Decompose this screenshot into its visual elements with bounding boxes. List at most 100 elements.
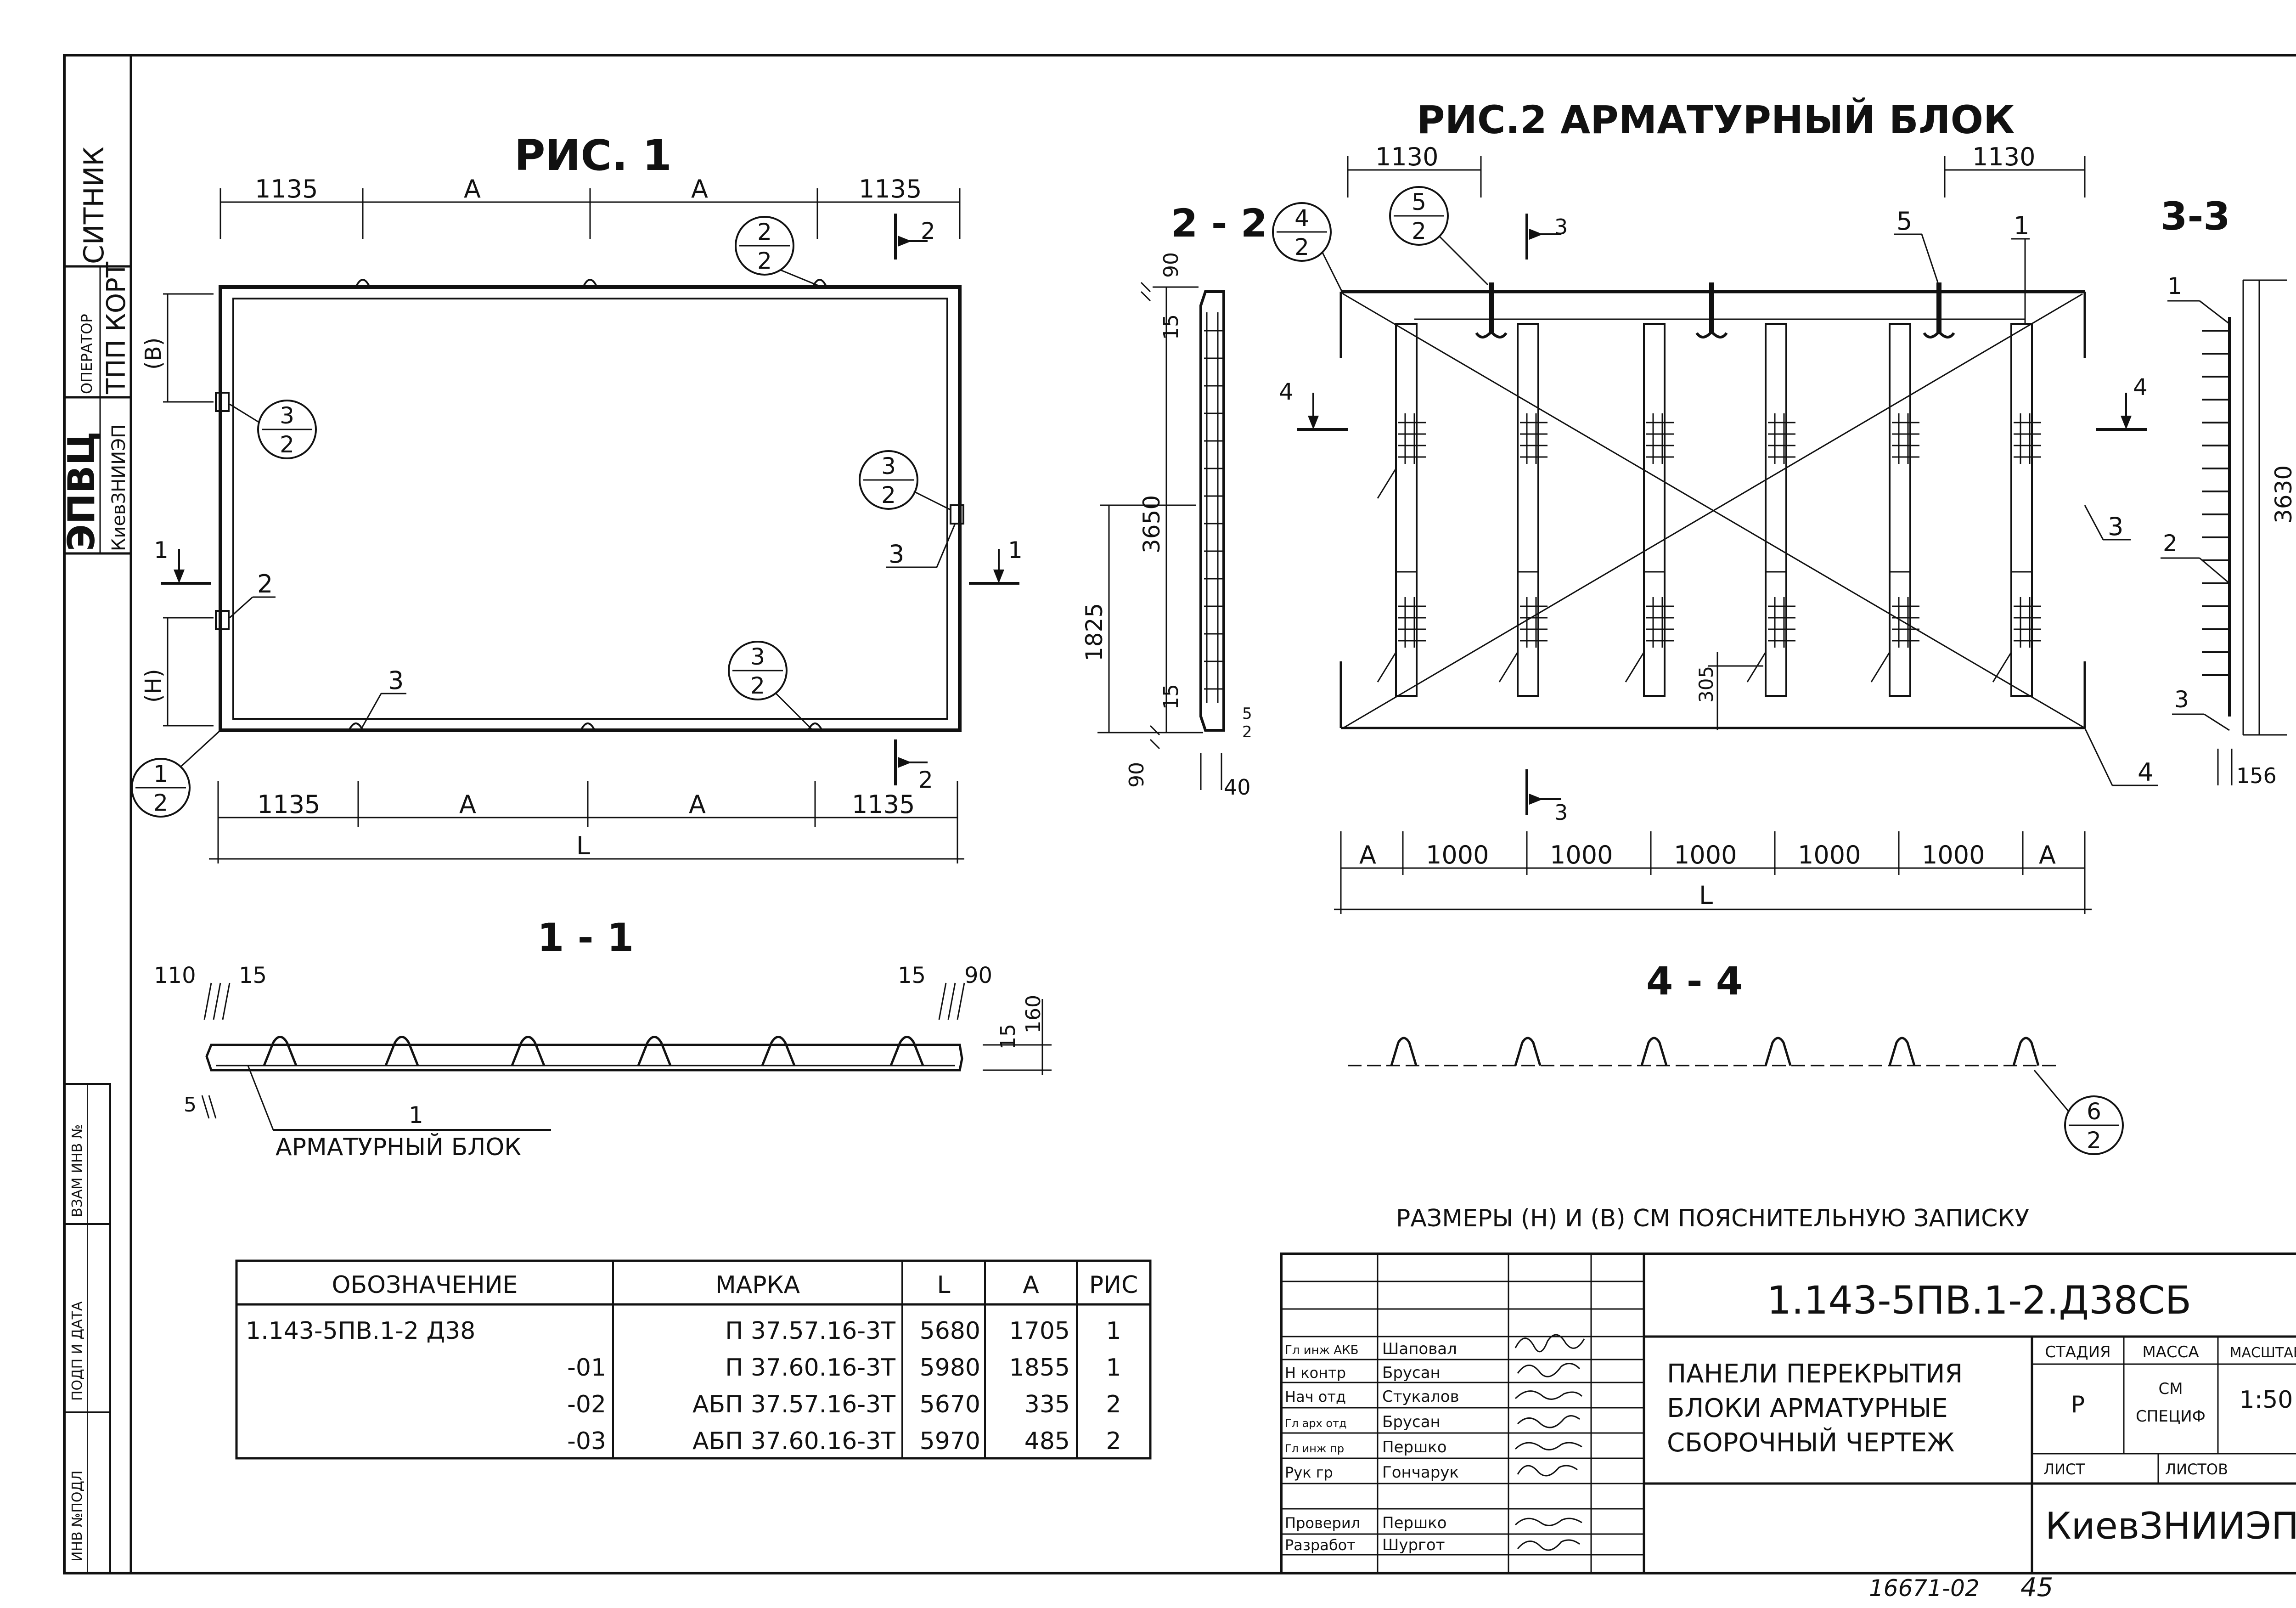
tb-scale-value: 1:50 <box>2240 1386 2293 1414</box>
spec-row2-mark: АБП 37.57.16-3Т <box>692 1391 895 1418</box>
section-3-3: 3-3 3630 1 2 3 156 <box>2161 194 2296 788</box>
tb-signatures <box>1514 1334 1585 1551</box>
tb-org: КиевЗНИИЭП <box>2045 1505 2296 1547</box>
fig2-reinforcement-block: РИС.2 АРМАТУРНЫЙ БЛОК 1130 1130 <box>1272 97 2158 914</box>
sec22-dim-1825: 1825 <box>1081 603 1108 661</box>
fig1-dim-A-top-1: А <box>464 175 481 203</box>
side-stamp-name: СИТНИК <box>78 147 110 264</box>
fig2-dim-1000-3: 1000 <box>1674 841 1737 869</box>
fig2-dim-L: L <box>1699 881 1713 910</box>
fig1-dim-1135-top-right: 1135 <box>859 175 922 203</box>
sec22-dim-5: 5 <box>1242 705 1252 723</box>
tb-role-4: Гл инж пр <box>1285 1442 1344 1455</box>
spec-row0-L: 5680 <box>920 1317 980 1345</box>
tb-role-7: Разработ <box>1285 1536 1356 1554</box>
sec22-dim-2: 2 <box>1242 723 1252 741</box>
tb-stage-value: Р <box>2071 1391 2085 1418</box>
fig2-callout-5-den: 2 <box>1412 218 1426 244</box>
fig1-callout-3-right-den: 2 <box>881 482 896 508</box>
tb-role-3: Гл арх отд <box>1285 1417 1347 1430</box>
spec-row3-L: 5970 <box>920 1427 980 1455</box>
sec22-dim-90-top: 90 <box>1159 252 1183 278</box>
tb-sheet-label: ЛИСТ <box>2043 1461 2085 1478</box>
sec11-dim-90: 90 <box>964 963 992 988</box>
sec22-profile <box>1199 290 1225 732</box>
spec-row2-L: 5670 <box>920 1391 980 1418</box>
spec-header-designation: ОБОЗНАЧЕНИЕ <box>332 1271 518 1299</box>
tb-name-2: Стукалов <box>1382 1388 1459 1406</box>
sec22-dim-15-top: 15 <box>1159 314 1183 340</box>
sec33-dim-156: 156 <box>2236 763 2277 788</box>
fig2-callout-5: 5 2 <box>1389 186 1489 286</box>
fig1-section-1-right: 1 <box>1008 537 1023 564</box>
fig2-dim-A-left: А <box>1359 841 1376 869</box>
spec-row3-fig: 2 <box>1106 1427 1121 1455</box>
tb-name-6: Першко <box>1382 1514 1447 1532</box>
side-stamp-org: ЭПВЦ <box>60 431 103 551</box>
fig1-callout-1: 1 2 <box>131 729 221 818</box>
fig2-callout-5-num: 5 <box>1412 189 1426 215</box>
spec-header-fig: РИС <box>1089 1271 1138 1299</box>
tb-name-5: Гончарук <box>1382 1463 1459 1482</box>
fig1-label-2: 2 <box>257 570 273 598</box>
spec-row1-fig: 1 <box>1106 1354 1121 1382</box>
spec-row2-A: 335 <box>1024 1391 1070 1418</box>
tb-name-7: Шургот <box>1382 1536 1445 1554</box>
sec33-title: 3-3 <box>2161 194 2230 239</box>
fig2-section-4-left: 4 <box>1279 378 1294 405</box>
sec11-dim-15-left: 15 <box>239 963 267 988</box>
side-stamp-operator-value: ТПП КОРТ <box>101 261 131 395</box>
side-columns: ВЗАМ ИНВ № ПОДП И ДАТА ИНВ №ПОДЛ <box>63 1083 111 1574</box>
tb-role-0: Гл инж АКБ <box>1285 1343 1358 1357</box>
fig1-dim-1135-top-left: 1135 <box>255 175 318 203</box>
fig1-panel-outer <box>219 285 962 732</box>
fig2-title: РИС.2 АРМАТУРНЫЙ БЛОК <box>1417 97 2015 142</box>
tb-mass-value-2: СПЕЦИФ <box>2136 1407 2206 1426</box>
sec22-dim-3650: 3650 <box>1138 495 1165 553</box>
fig2-label-4: 4 <box>2138 758 2153 787</box>
fig1-section-1-left: 1 <box>154 537 169 564</box>
fig2-dim-1130-left: 1130 <box>1375 142 1438 171</box>
inv-orig-label: ИНВ №ПОДЛ <box>69 1471 85 1562</box>
spec-row3-A: 485 <box>1024 1427 1070 1455</box>
tb-doc-code: 1.143-5ПВ.1-2.Д38СБ <box>1767 1278 2191 1323</box>
fig1-callout-3-left: 3 2 <box>229 400 317 459</box>
fig1-callout-1-den: 2 <box>153 790 168 816</box>
spec-row1-A: 1855 <box>1009 1354 1070 1382</box>
fig2-section-3-bottom: 3 <box>1554 800 1568 825</box>
sec44-callout-6-num: 6 <box>2087 1098 2101 1125</box>
sec11-profile <box>205 1044 963 1072</box>
fig2-label-1: 1 <box>2014 211 2029 240</box>
spec-row2-designation: -02 <box>567 1391 606 1418</box>
footer-page-number: 45 <box>2020 1573 2053 1602</box>
sec33-dim-3630: 3630 <box>2270 465 2296 524</box>
sec33-label-2: 2 <box>2163 530 2178 557</box>
fig1-callout-3-bottom: 3 2 <box>728 641 814 731</box>
sec44-callout-6-den: 2 <box>2087 1127 2101 1154</box>
sec11-dim-15-vert: 15 <box>996 1024 1020 1049</box>
tb-mass-label: МАССА <box>2142 1343 2199 1361</box>
fig2-dim-1000-1: 1000 <box>1426 841 1489 869</box>
fig1-section-2-top: 2 <box>921 218 935 244</box>
sec11-dim-15-right: 15 <box>898 963 926 988</box>
spec-header-A: А <box>1023 1271 1039 1299</box>
fig2-dim-1000-2: 1000 <box>1550 841 1613 869</box>
tb-title-line1: ПАНЕЛИ ПЕРЕКРЫТИЯ <box>1667 1359 1963 1389</box>
sheet-border <box>63 54 2296 1574</box>
spec-row1-mark: П 37.60.16-3Т <box>725 1354 895 1382</box>
tb-name-0: Шаповал <box>1382 1340 1457 1358</box>
fig2-dim-1000-5: 1000 <box>1922 841 1985 869</box>
side-stamp-operator-label: ОПЕРАТОР <box>78 314 96 394</box>
fig1-dim-1135-bottom-right: 1135 <box>852 790 915 819</box>
spec-row0-mark: П 37.57.16-3Т <box>725 1317 895 1345</box>
fig1-panel-inner <box>232 298 948 720</box>
sec44-callout-6: 6 2 <box>2033 1070 2124 1155</box>
sec11-title: 1 - 1 <box>537 915 634 960</box>
fig2-callout-4-den: 2 <box>1294 234 1309 260</box>
tb-sheets-label: ЛИСТОВ <box>2165 1461 2228 1478</box>
fig2-section-3-top: 3 <box>1554 214 1568 239</box>
sec11-dim-110: 110 <box>154 963 196 988</box>
dimension-note: РАЗМЕРЫ (Н) И (В) СМ ПОЯСНИТЕЛЬНУЮ ЗАПИС… <box>1396 1205 2029 1232</box>
